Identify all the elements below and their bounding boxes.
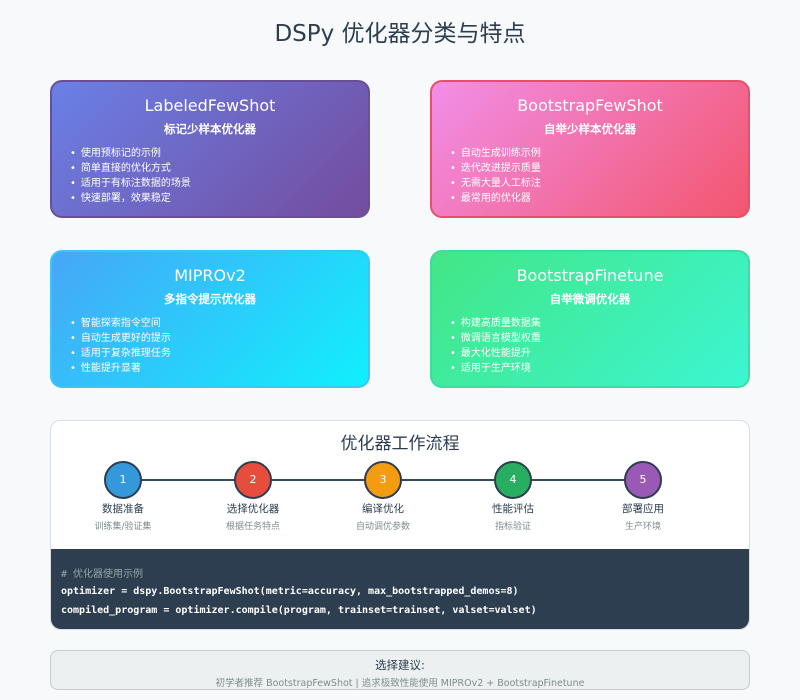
feature-item: 快速部署，效果稳定	[70, 191, 191, 206]
feature-item: 使用预标记的示例	[70, 146, 191, 161]
feature-item: 自动生成更好的提示	[70, 331, 171, 346]
card-name: BootstrapFinetune	[516, 266, 664, 285]
optimizer-card-miprov2: MIPROv2 多指令提示优化器 智能探索指令空间 自动生成更好的提示 适用于复…	[50, 250, 370, 388]
step-number-circle: 1	[104, 461, 142, 499]
feature-list: 使用预标记的示例 简单直接的优化方式 适用于有标注数据的场景 快速部署，效果稳定	[70, 146, 191, 206]
advice-title: 选择建议:	[375, 658, 425, 672]
feature-list: 自动生成训练示例 迭代改进提示质量 无需大量人工标注 最常用的优化器	[450, 146, 541, 206]
card-subtitle: 自举微调优化器	[549, 292, 631, 306]
feature-item: 适用于有标注数据的场景	[70, 176, 191, 191]
card-name: BootstrapFewShot	[517, 96, 663, 115]
feature-item: 构建高质量数据集	[450, 316, 541, 331]
card-name: MIPROv2	[174, 266, 246, 285]
step-name: 数据准备	[102, 503, 144, 515]
optimizer-card-bootstrapfewshot: BootstrapFewShot 自举少样本优化器 自动生成训练示例 迭代改进提…	[430, 80, 750, 218]
step-desc: 根据任务特点	[225, 522, 280, 532]
optimizer-card-labeledfewshot: LabeledFewShot 标记少样本优化器 使用预标记的示例 简单直接的优化…	[50, 80, 370, 218]
workflow-step: 5 部署应用 生产环境	[583, 461, 703, 532]
feature-item: 适用于生产环境	[450, 361, 541, 376]
step-name: 性能评估	[492, 503, 534, 515]
step-number-circle: 5	[624, 461, 662, 499]
step-desc: 自动调优参数	[355, 522, 410, 532]
diagram-title: DSPy 优化器分类与特点	[274, 21, 526, 47]
step-desc: 指标验证	[494, 522, 531, 532]
feature-item: 简单直接的优化方式	[70, 161, 191, 176]
step-desc: 训练集/验证集	[94, 522, 152, 532]
advice-box: 选择建议: 初学者推荐 BootstrapFewShot | 追求极致性能使用 …	[50, 650, 750, 690]
optimizer-card-bootstrapfinetune: BootstrapFinetune 自举微调优化器 构建高质量数据集 微调语言模…	[430, 250, 750, 388]
workflow-panel: 优化器工作流程 1 数据准备 训练集/验证集 2 选择优化器 根据任务特点 3 …	[50, 420, 750, 630]
workflow-step: 2 选择优化器 根据任务特点	[193, 461, 313, 532]
step-name: 选择优化器	[226, 503, 280, 515]
feature-item: 微调语言模型权重	[450, 331, 541, 346]
feature-item: 迭代改进提示质量	[450, 161, 541, 176]
feature-list: 智能探索指令空间 自动生成更好的提示 适用于复杂推理任务 性能提升显著	[70, 316, 171, 376]
feature-item: 无需大量人工标注	[450, 176, 541, 191]
feature-item: 智能探索指令空间	[70, 316, 171, 331]
code-example-block: # 优化器使用示例 optimizer = dspy.BootstrapFewS…	[51, 549, 749, 629]
workflow-title: 优化器工作流程	[340, 434, 460, 454]
card-subtitle: 标记少样本优化器	[164, 122, 256, 136]
step-number-circle: 4	[494, 461, 532, 499]
feature-item: 性能提升显著	[70, 361, 171, 376]
feature-item: 自动生成训练示例	[450, 146, 541, 161]
card-subtitle: 自举少样本优化器	[544, 122, 636, 136]
step-name: 编译优化	[362, 503, 404, 515]
code-line: compiled_program = optimizer.compile(pro…	[61, 605, 537, 616]
feature-item: 最大化性能提升	[450, 346, 541, 361]
step-number-circle: 3	[364, 461, 402, 499]
step-name: 部署应用	[622, 503, 664, 515]
workflow-step: 3 编译优化 自动调优参数	[323, 461, 443, 532]
feature-item: 最常用的优化器	[450, 191, 541, 206]
step-desc: 生产环境	[624, 522, 661, 532]
advice-text: 初学者推荐 BootstrapFewShot | 追求极致性能使用 MIPROv…	[215, 678, 585, 689]
feature-item: 适用于复杂推理任务	[70, 346, 171, 361]
card-name: LabeledFewShot	[144, 96, 276, 115]
workflow-step: 4 性能评估 指标验证	[453, 461, 573, 532]
code-line: optimizer = dspy.BootstrapFewShot(metric…	[61, 586, 519, 597]
workflow-step: 1 数据准备 训练集/验证集	[63, 461, 183, 532]
code-comment: # 优化器使用示例	[61, 569, 144, 580]
feature-list: 构建高质量数据集 微调语言模型权重 最大化性能提升 适用于生产环境	[450, 316, 541, 376]
step-number-circle: 2	[234, 461, 272, 499]
card-subtitle: 多指令提示优化器	[164, 292, 256, 306]
